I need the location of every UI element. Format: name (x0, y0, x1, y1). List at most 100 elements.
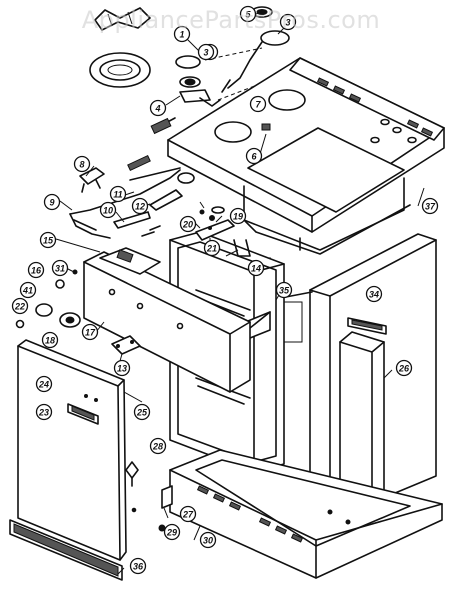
callout-circle (247, 259, 265, 277)
callout-6: 6 (245, 147, 263, 165)
callout-26: 26 (395, 359, 413, 377)
callout-11: 11 (109, 185, 127, 203)
part-bracket-13 (111, 335, 141, 355)
vent-slots-top (316, 77, 434, 137)
callout-21: 21 (203, 239, 221, 257)
callout-number: 16 (31, 266, 42, 276)
callout-number: 41 (22, 286, 33, 296)
callout-number: 37 (425, 202, 436, 212)
callout-circle (39, 231, 57, 249)
callout-10: 10 (99, 201, 117, 219)
part-oven-door (17, 339, 127, 561)
callout-number: 18 (45, 336, 55, 346)
callout-circle (113, 359, 131, 377)
callout-4: 4 (149, 99, 167, 117)
callout-circle (395, 359, 413, 377)
callout-circle (249, 95, 267, 113)
callout-30: 30 (199, 531, 217, 549)
part-bracket-top (94, 7, 151, 31)
callout-number: 23 (38, 408, 49, 418)
callout-number: 35 (279, 286, 290, 296)
callout-number: 17 (85, 328, 96, 338)
callout-number: 9 (49, 198, 54, 208)
callout-number: 6 (251, 152, 257, 162)
callout-circle (149, 99, 167, 117)
callout-circle (245, 147, 263, 165)
callout-12: 12 (131, 197, 149, 215)
callout-number: 4 (154, 104, 160, 114)
callout-circle (179, 215, 197, 233)
callout-7: 7 (249, 95, 267, 113)
callout-35: 35 (275, 281, 293, 299)
callout-circle (365, 285, 383, 303)
callout-circle (133, 403, 151, 421)
part-cooktop (167, 57, 445, 233)
callout-number: 28 (152, 442, 163, 452)
part-kick-plate (9, 519, 123, 581)
callout-8: 8 (73, 155, 91, 173)
callout-20: 20 (179, 215, 197, 233)
callout-9: 9 (43, 193, 61, 211)
callout-31: 31 (51, 259, 69, 277)
callout-circle (129, 557, 147, 575)
callout-circle (173, 25, 191, 43)
callout-number: 19 (233, 212, 243, 222)
callout-circle (11, 297, 29, 315)
callout-24: 24 (35, 375, 53, 393)
callout-number: 7 (255, 100, 261, 110)
callout-number: 1 (179, 30, 184, 40)
callout-circle (131, 197, 149, 215)
callout-circle (35, 375, 53, 393)
part-bracket-small (195, 206, 251, 257)
callout-18: 18 (41, 331, 59, 349)
callout-circle (35, 403, 53, 421)
callout-1: 1 (173, 25, 191, 43)
callout-number: 5 (245, 10, 251, 20)
callout-34: 34 (365, 285, 383, 303)
callout-14: 14 (247, 259, 265, 277)
part-burner-ring (89, 52, 151, 88)
callout-circle (179, 505, 197, 523)
callout-41: 41 (19, 281, 37, 299)
part-drip-tub (243, 177, 411, 255)
callout-number: 22 (14, 302, 25, 312)
callout-circle (27, 261, 45, 279)
callout-number: 11 (113, 190, 122, 200)
part-front-rail (83, 247, 251, 393)
callout-23: 23 (35, 403, 53, 421)
callout-number: 15 (43, 236, 54, 246)
callout-circle (275, 281, 293, 299)
part-fasteners-left (15, 269, 81, 329)
callout-19: 19 (229, 207, 247, 225)
callout-number: 31 (55, 264, 65, 274)
callout-16: 16 (27, 261, 45, 279)
callout-3: 3 (197, 43, 215, 61)
callout-circle (199, 531, 217, 549)
callout-circle (51, 259, 69, 277)
part-gas-manifold (69, 154, 195, 239)
callout-number: 20 (182, 220, 193, 230)
callout-number: 25 (136, 408, 148, 418)
callout-circle (197, 43, 215, 61)
callout-circle (229, 207, 247, 225)
callout-37: 37 (421, 197, 439, 215)
callout-number: 12 (135, 202, 145, 212)
part-side-panel-right (309, 233, 437, 521)
callout-number: 34 (369, 290, 379, 300)
callout-number: 27 (182, 510, 194, 520)
callout-circle (41, 331, 59, 349)
part-callouts: 1233456789101112131415161718192021222324… (11, 5, 439, 575)
callout-number: 36 (133, 562, 144, 572)
callout-number: 30 (203, 536, 213, 546)
callout-circle (73, 155, 91, 173)
callout-number: 24 (38, 380, 49, 390)
callout-number: 14 (251, 264, 261, 274)
callout-number: 8 (79, 160, 84, 170)
callout-29: 29 (163, 523, 181, 541)
callout-circle (81, 323, 99, 341)
callout-27: 27 (179, 505, 197, 523)
callout-28: 28 (149, 437, 167, 455)
callout-circle (149, 437, 167, 455)
